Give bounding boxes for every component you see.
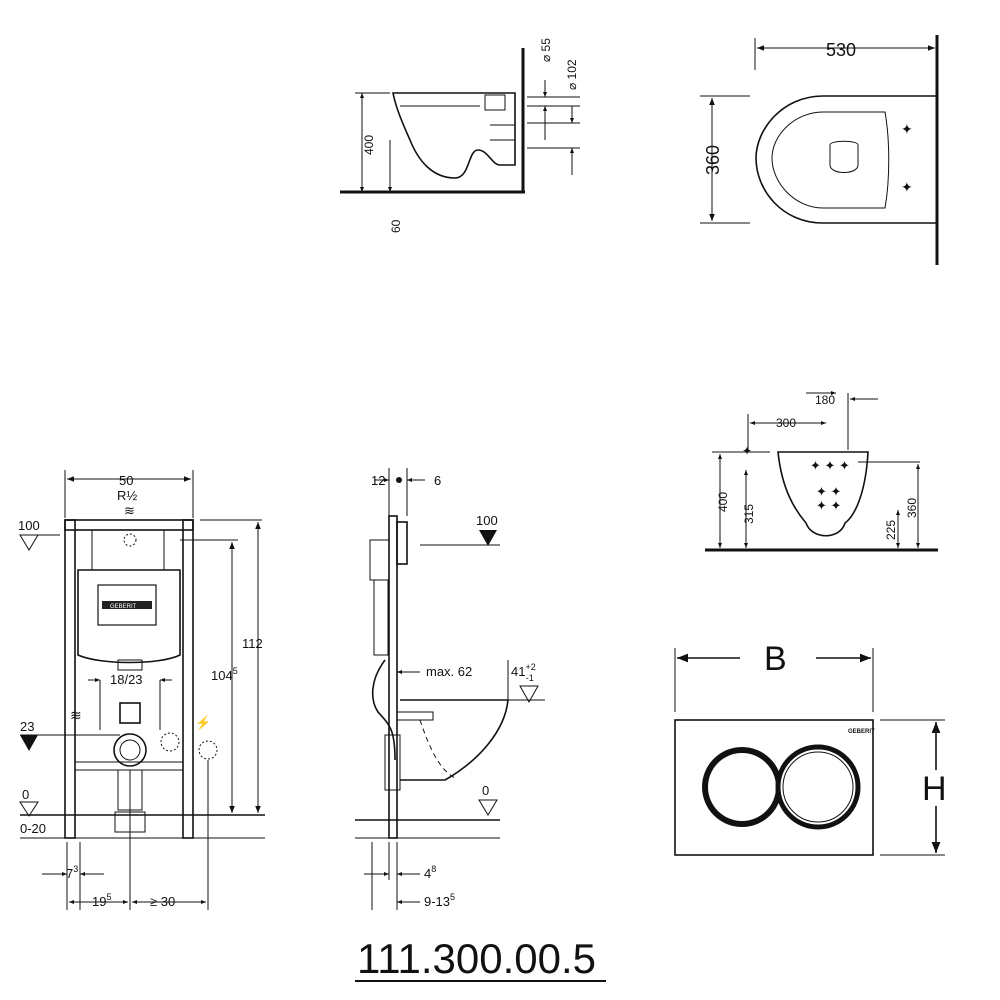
frame-left-post [64,519,76,839]
width-360-label: 360 [703,145,723,175]
outlet-pipe [113,733,147,767]
height-41-label: 41+2-1 [511,662,536,683]
water-inlet-icon: ≋ [124,503,135,518]
bowl-outline [392,92,516,179]
dia-55-label: ⌀ 55 [539,38,553,62]
bowl-profile [400,699,509,781]
toilet-side-view: ⌀ 55 ⌀ 102 400 60 [340,38,580,233]
seat-outline [771,111,890,209]
bowl-inner [400,94,515,141]
height-400-label: 400 [362,135,376,155]
flush-plate-view: B GEBERIT H [674,640,947,856]
svg-text:✦ ✦: ✦ ✦ [816,484,842,499]
frame-front-view: GEBERIT ≋ ⚡ ≋ 50 R½ 100 23 0 0-20 18/23 [18,470,265,910]
height-112-label: 112 [242,636,263,651]
frame-side-view: 12 6 100 max. 62 41+2-1 0 48 9-135 [355,468,545,910]
bowl-outline [777,451,869,537]
bowl-outline [755,95,937,224]
svg-text:✦: ✦ [901,121,913,137]
frame-post [388,515,398,839]
dim-180-label: 180 [815,393,835,407]
side-bottom-2-label: 9-135 [424,892,455,909]
side-bottom-1-label: 48 [424,864,436,881]
svg-text:✦ ✦: ✦ ✦ [816,498,842,513]
toilet-top-view: 530 ✦ ✦ 360 [700,35,939,265]
electric-icon: ⚡ [195,715,211,731]
side-dim-12-label: 12 [371,473,385,488]
supply-hose [371,659,396,761]
cistern-side [369,539,390,581]
toilet-front-view: 180 300 ✦ ✦ ✦ ✦ ✦ ✦ ✦ ✦ 400 315 225 360 [705,391,938,552]
level-0-label: 0 [22,787,29,802]
side-level-100-label: 100 [476,513,498,528]
level-100-label: 100 [18,518,40,533]
dim-225-label: 225 [884,520,898,540]
height-104-label: 1045 [211,666,238,683]
bottom-dim-1-label: 73 [66,864,78,881]
svg-text:✦: ✦ [901,179,913,195]
inlet-label: R½ [117,488,137,503]
dim-400-label: 400 [716,492,730,512]
length-530-label: 530 [826,40,856,60]
flush-plate-body [674,719,874,856]
svg-text:✦ ✦ ✦: ✦ ✦ ✦ [810,458,850,473]
water-supply-icon: ≋ [70,707,82,723]
frame-right-post [182,519,194,839]
svg-text:GEBERIT: GEBERIT [110,604,137,610]
max-62-label: max. 62 [426,664,472,679]
dim-300-label: 300 [776,416,796,430]
level-23-label: 23 [20,719,34,734]
flush-plate-edge [396,521,408,565]
dia-102-label: ⌀ 102 [565,59,579,90]
dim-315-label: 315 [742,504,756,524]
floor-range-label: 0-20 [20,821,46,836]
part-number-label: 111.300.00.5 [357,935,596,982]
width-b-label: B [764,640,787,678]
flush-valve [119,702,141,724]
cistern-body [77,569,181,664]
cistern-top [91,529,165,571]
part-number: 111.300.00.5 [355,935,606,982]
side-dim-6-label: 6 [434,473,441,488]
bottom-dim-3-label: ≥ 30 [150,894,175,909]
height-h-label: H [922,770,947,808]
bottom-dim-2-label: 195 [92,892,111,909]
svg-text:✦: ✦ [742,444,752,458]
side-level-0-label: 0 [482,783,489,798]
width-50-label: 50 [119,473,133,488]
floor-60-label: 60 [389,219,403,233]
brand-logo: GEBERIT [848,729,875,735]
dim-360-label: 360 [905,498,919,518]
spacing-label: 18/23 [110,672,143,687]
outlet-outline [829,140,859,173]
frame-top-rail [64,519,194,531]
